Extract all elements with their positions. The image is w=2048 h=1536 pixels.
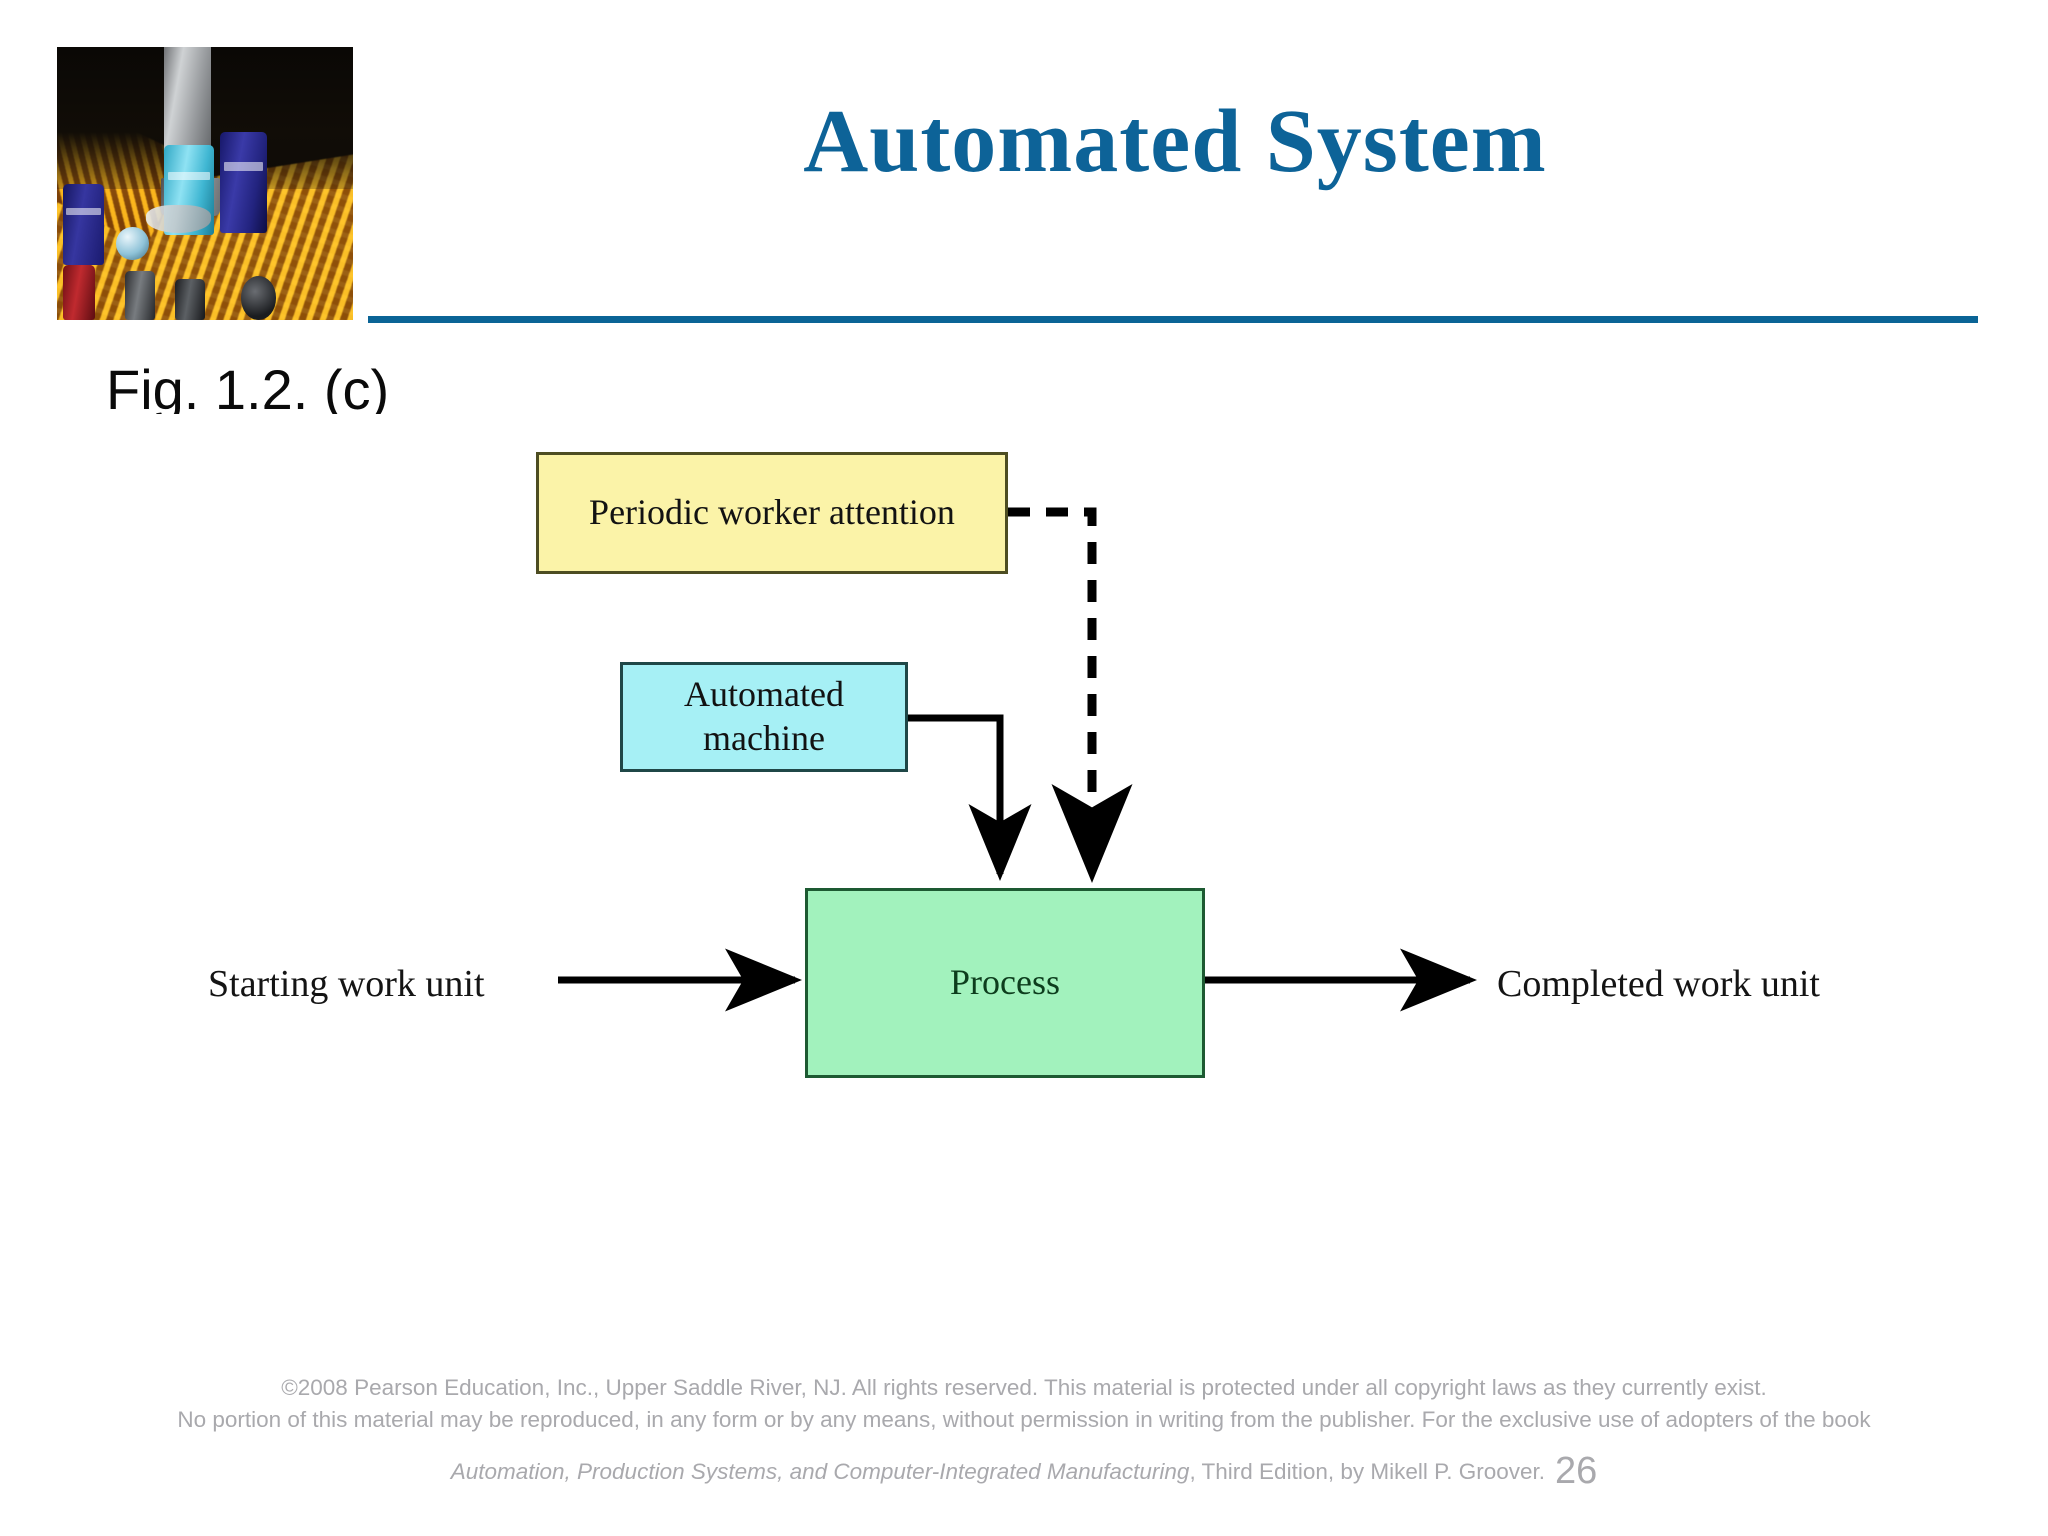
book-title: Automation, Production Systems, and Comp…: [450, 1458, 1190, 1484]
capacitor-blue-right: [219, 131, 268, 233]
capacitor-grey-a: [125, 270, 155, 320]
block-flow-diagram: Periodic worker attention Automated mach…: [0, 400, 2048, 1120]
page-number: 26: [1555, 1449, 1598, 1492]
label-starting-work-unit: Starting work unit: [208, 963, 485, 1005]
header-divider: [368, 316, 1978, 323]
edge-worker-to-process: [1008, 507, 1133, 883]
book-credit-line: Automation, Production Systems, and Comp…: [0, 1450, 2048, 1493]
page-title: Automated System: [803, 92, 1547, 191]
capacitor-round: [240, 276, 277, 320]
node-label: Periodic worker attention: [589, 492, 955, 533]
node-label: Automated machine: [684, 674, 844, 758]
robot-gripper-icon: [145, 205, 211, 233]
logo-artwork: [57, 47, 353, 320]
header-logo-image: [57, 47, 353, 320]
figure-caption: Fig. 1.2. (c): [106, 362, 390, 414]
node-automated-machine[interactable]: Automated machine: [620, 662, 908, 772]
book-edition-author: , Third Edition, by Mikell P. Groover.: [1189, 1458, 1546, 1484]
capacitor-grey-b: [175, 279, 205, 320]
label-completed-work-unit: Completed work unit: [1497, 963, 1820, 1005]
edge-machine-to-process: [908, 714, 1032, 881]
solder-ball-graphic: [116, 227, 149, 260]
capacitor-red: [62, 265, 96, 320]
node-label: Process: [950, 962, 1060, 1003]
footer: ©2008 Pearson Education, Inc., Upper Sad…: [0, 1372, 2048, 1493]
node-periodic-worker-attention[interactable]: Periodic worker attention: [536, 452, 1008, 574]
diagram-connectors: [558, 507, 1477, 1012]
capacitor-blue-left: [62, 183, 105, 266]
copyright-line-2: No portion of this material may be repro…: [177, 1406, 1871, 1432]
copyright-line-1: ©2008 Pearson Education, Inc., Upper Sad…: [281, 1375, 1767, 1400]
node-process[interactable]: Process: [805, 888, 1205, 1078]
